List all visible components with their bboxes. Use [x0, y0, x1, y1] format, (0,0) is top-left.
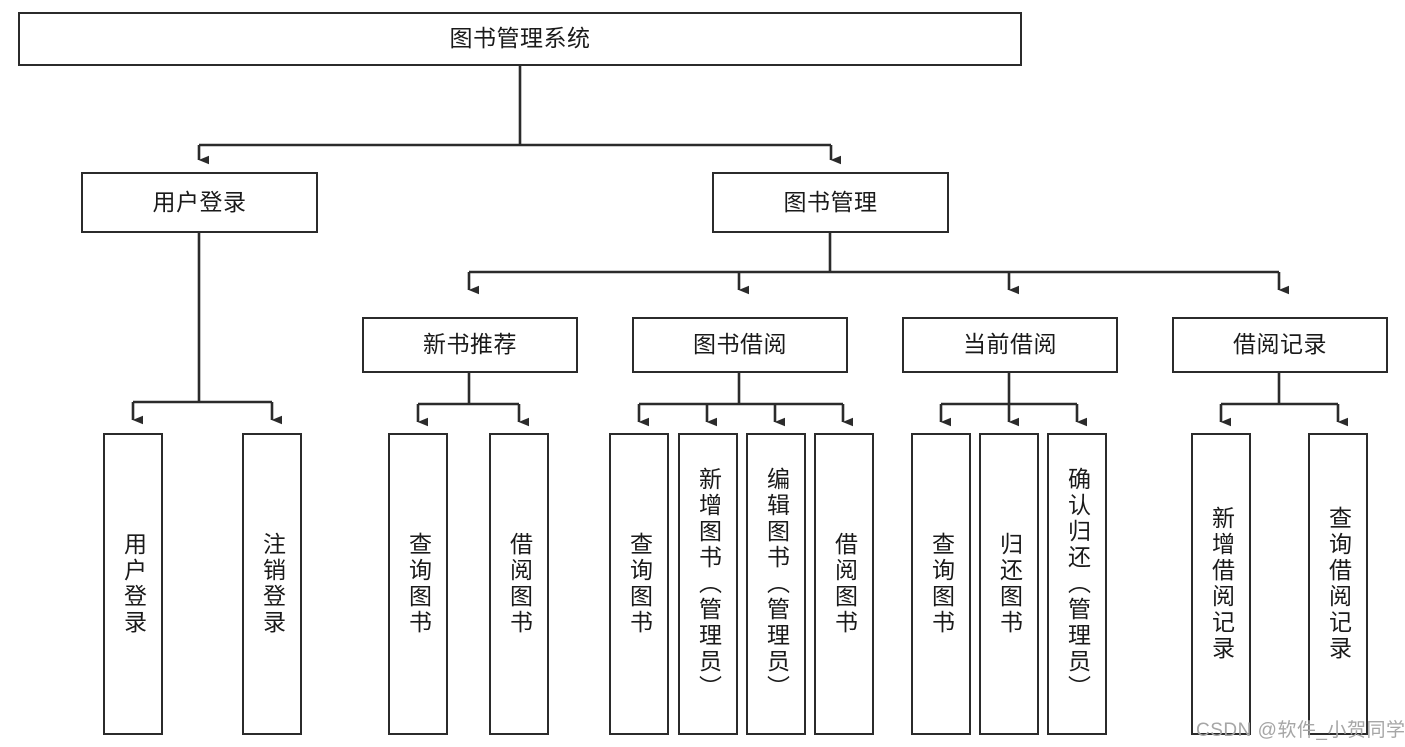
node-leaf-edit-book-label: 编辑图书（管理员） — [763, 467, 790, 701]
node-leaf-user-login[interactable]: 用户登录 — [103, 433, 163, 735]
node-leaf-query-book-1-label: 查询图书 — [405, 532, 432, 636]
node-leaf-query-book-3[interactable]: 查询图书 — [911, 433, 971, 735]
node-user-login-label: 用户登录 — [152, 188, 247, 215]
node-new-book-recommend[interactable]: 新书推荐 — [362, 317, 578, 373]
node-leaf-query-record-label: 查询借阅记录 — [1325, 506, 1352, 662]
node-book-borrow-label: 图书借阅 — [693, 331, 787, 358]
node-leaf-borrow-book-2-label: 借阅图书 — [831, 532, 858, 636]
node-root-label: 图书管理系统 — [449, 25, 591, 52]
node-leaf-borrow-book-2[interactable]: 借阅图书 — [814, 433, 874, 735]
node-book-manage[interactable]: 图书管理 — [712, 172, 949, 233]
edges-bookborrow-to-leaves — [637, 373, 854, 427]
node-leaf-edit-book[interactable]: 编辑图书（管理员） — [746, 433, 806, 735]
node-leaf-user-login-label: 用户登录 — [120, 532, 147, 636]
node-leaf-query-record[interactable]: 查询借阅记录 — [1308, 433, 1368, 735]
node-borrow-record[interactable]: 借阅记录 — [1172, 317, 1388, 373]
node-leaf-return-book[interactable]: 归还图书 — [979, 433, 1039, 735]
edges-root-to-level2 — [197, 66, 842, 165]
node-current-borrow-label: 当前借阅 — [963, 331, 1057, 358]
node-leaf-user-logout-label: 注销登录 — [259, 532, 286, 636]
node-book-manage-label: 图书管理 — [783, 188, 878, 215]
node-leaf-borrow-book-1[interactable]: 借阅图书 — [489, 433, 549, 735]
edges-bookmanage-to-level3 — [467, 233, 1290, 295]
node-leaf-query-book-3-label: 查询图书 — [928, 532, 955, 636]
edges-borrowrecord-to-leaves — [1219, 373, 1349, 427]
node-leaf-return-book-label: 归还图书 — [996, 532, 1023, 636]
node-leaf-confirm-return-label: 确认归还（管理员） — [1064, 467, 1091, 701]
node-book-borrow[interactable]: 图书借阅 — [632, 317, 848, 373]
node-leaf-query-book-2-label: 查询图书 — [626, 532, 653, 636]
node-root[interactable]: 图书管理系统 — [18, 12, 1022, 66]
node-leaf-add-record-label: 新增借阅记录 — [1208, 506, 1235, 662]
edges-userlogin-to-leaves — [131, 233, 283, 425]
node-new-book-recommend-label: 新书推荐 — [423, 331, 517, 358]
node-leaf-add-book-label: 新增图书（管理员） — [695, 467, 722, 701]
node-leaf-confirm-return[interactable]: 确认归还（管理员） — [1047, 433, 1107, 735]
edges-newbook-to-leaves — [416, 373, 530, 427]
node-leaf-add-book[interactable]: 新增图书（管理员） — [678, 433, 738, 735]
node-leaf-user-logout[interactable]: 注销登录 — [242, 433, 302, 735]
node-leaf-query-book-1[interactable]: 查询图书 — [388, 433, 448, 735]
edges-currentborrow-to-leaves — [939, 373, 1088, 427]
node-current-borrow[interactable]: 当前借阅 — [902, 317, 1118, 373]
node-user-login[interactable]: 用户登录 — [81, 172, 318, 233]
node-leaf-query-book-2[interactable]: 查询图书 — [609, 433, 669, 735]
node-borrow-record-label: 借阅记录 — [1233, 331, 1327, 358]
node-leaf-borrow-book-1-label: 借阅图书 — [506, 532, 533, 636]
node-leaf-add-record[interactable]: 新增借阅记录 — [1191, 433, 1251, 735]
